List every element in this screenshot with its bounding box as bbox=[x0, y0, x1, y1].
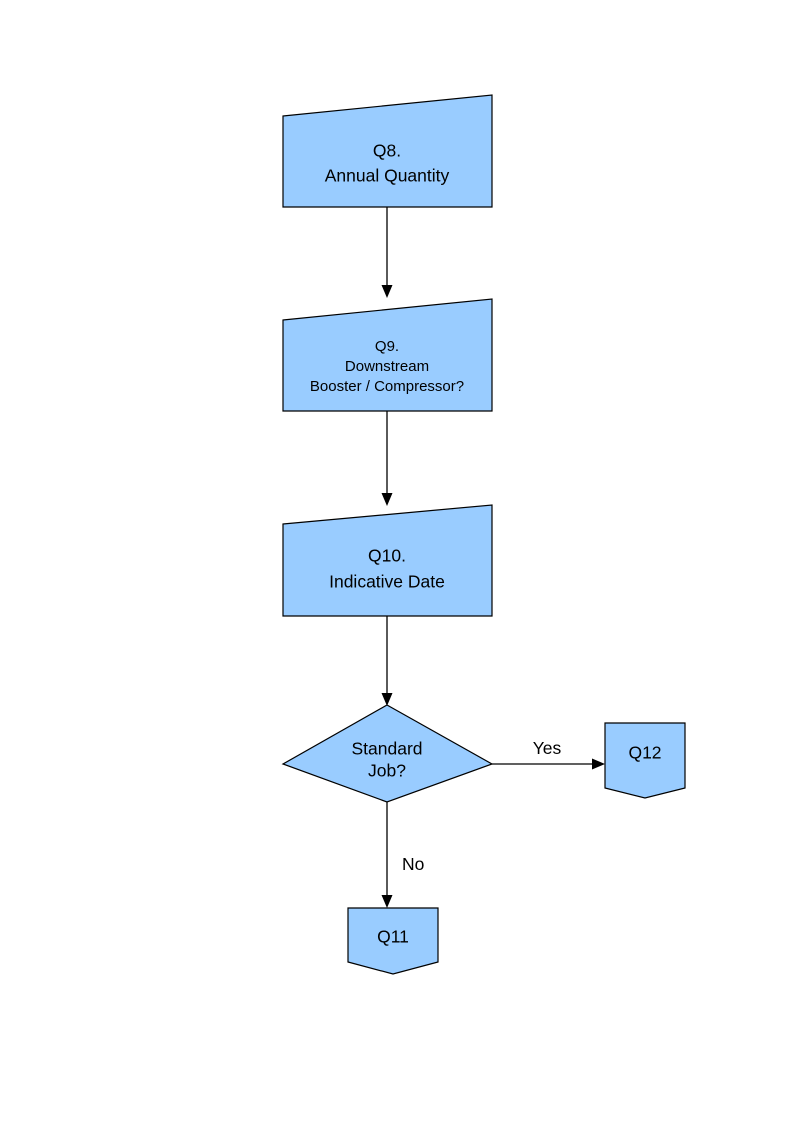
edge-label-no: No bbox=[402, 854, 424, 874]
node-q10-line1: Q10. bbox=[368, 546, 406, 566]
node-q9-line3: Booster / Compressor? bbox=[310, 378, 464, 395]
node-q8-line2: Annual Quantity bbox=[325, 166, 450, 186]
node-q10-shape[interactable] bbox=[282, 504, 493, 617]
node-q12-label: Q12 bbox=[628, 743, 661, 763]
node-q8-shape[interactable] bbox=[282, 94, 493, 208]
node-q11-label: Q11 bbox=[377, 927, 409, 947]
node-q12[interactable]: Q12 bbox=[604, 722, 686, 799]
edge-label-yes: Yes bbox=[533, 738, 562, 758]
node-q9-shape[interactable] bbox=[282, 298, 493, 412]
edge-q8-to-q9 bbox=[381, 207, 393, 298]
edge-decision-to-q12-arrowhead bbox=[592, 758, 605, 770]
node-q11-shape[interactable] bbox=[347, 907, 439, 975]
edge-q9-to-q10-arrowhead bbox=[381, 493, 393, 506]
edge-decision-to-q12: Yes bbox=[492, 738, 605, 770]
node-decision-line2: Job? bbox=[368, 761, 406, 781]
node-q11[interactable]: Q11 bbox=[347, 907, 439, 975]
edge-q9-to-q10 bbox=[381, 411, 393, 506]
node-q8-line1: Q8. bbox=[373, 141, 401, 161]
node-q9-line1: Q9. bbox=[375, 338, 399, 355]
edge-q10-to-decision-arrowhead bbox=[381, 693, 393, 706]
node-q12-shape[interactable] bbox=[604, 722, 686, 799]
node-q9[interactable]: Q9. Downstream Booster / Compressor? bbox=[282, 298, 493, 412]
edge-q10-to-decision bbox=[381, 616, 393, 706]
node-decision-line1: Standard bbox=[351, 739, 422, 759]
edge-decision-to-q11: No bbox=[381, 802, 424, 908]
edge-decision-to-q11-arrowhead bbox=[381, 895, 393, 908]
node-q10-line2: Indicative Date bbox=[329, 572, 445, 592]
node-decision-standard-job[interactable]: Standard Job? bbox=[281, 704, 494, 803]
edge-q8-to-q9-arrowhead bbox=[381, 285, 393, 298]
node-q8[interactable]: Q8. Annual Quantity bbox=[282, 94, 493, 208]
node-q9-line2: Downstream bbox=[345, 358, 429, 375]
node-q10[interactable]: Q10. Indicative Date bbox=[282, 504, 493, 617]
